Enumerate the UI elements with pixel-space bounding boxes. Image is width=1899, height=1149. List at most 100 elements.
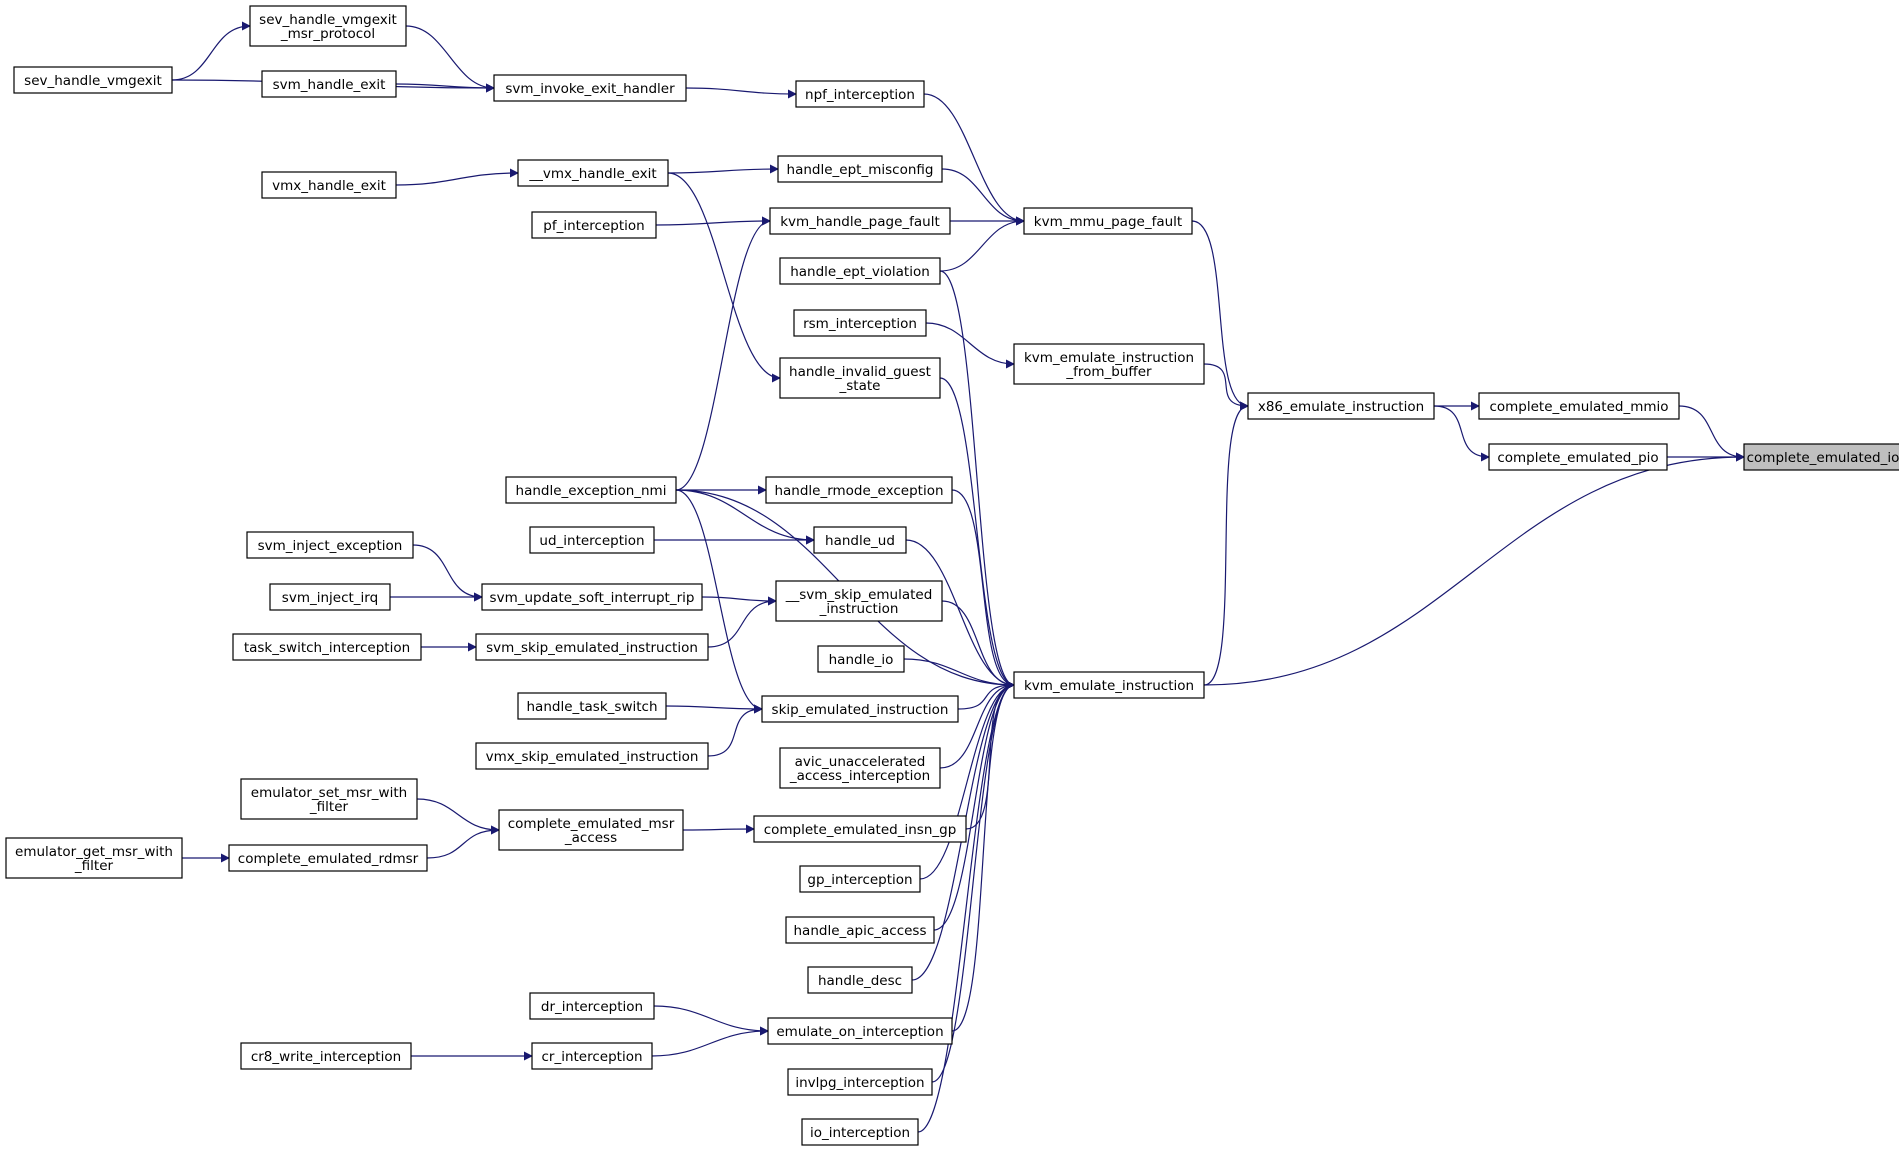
node-ud-interception[interactable]: ud_interception — [529, 526, 655, 554]
call-edge — [941, 600, 1015, 690]
node-svm-inject-exception[interactable]: svm_inject_exception — [246, 531, 414, 559]
node-box — [228, 844, 428, 872]
call-edge — [665, 704, 763, 714]
call-edge — [651, 1026, 769, 1057]
call-edge — [1203, 363, 1249, 411]
call-edge — [939, 216, 1025, 272]
call-edge — [412, 544, 483, 602]
node-handle-ept-violation[interactable]: handle_ept_violation — [779, 257, 941, 285]
call-edge — [667, 164, 779, 174]
node-gp-interception[interactable]: gp_interception — [799, 865, 921, 893]
node-box — [13, 66, 173, 94]
edge-path — [951, 489, 1015, 690]
node-box — [795, 80, 925, 108]
node-box — [246, 531, 414, 559]
node-vmx-skip-emulated-instruction[interactable]: vmx_skip_emulated_instruction — [475, 742, 709, 770]
node-emulate-on-interception[interactable]: emulate_on_interception — [767, 1017, 953, 1045]
node-label: x86_emulate_instruction — [1258, 399, 1424, 415]
call-edge — [707, 596, 777, 648]
node-box — [769, 207, 951, 235]
node-kvm-emulate-instruction[interactable]: kvm_emulate_instruction — [1013, 671, 1205, 699]
node-invlpg-interception[interactable]: invlpg_interception — [787, 1068, 933, 1096]
node-io-interception[interactable]: io_interception — [801, 1118, 919, 1146]
node-skip-emulated-instruction[interactable]: skip_emulated_instruction — [761, 695, 959, 723]
node-handle-desc[interactable]: handle_desc — [807, 966, 913, 994]
node-kvm-mmu-page-fault[interactable]: kvm_mmu_page_fault — [1023, 207, 1193, 235]
edge-path — [416, 798, 500, 835]
node-box — [240, 778, 418, 820]
node-handle-io[interactable]: handle_io — [817, 645, 905, 673]
node-label: dr_interception — [541, 999, 643, 1015]
node-box — [498, 809, 684, 851]
edge-path — [1203, 401, 1249, 686]
node-label: svm_skip_emulated_instruction — [486, 640, 698, 656]
node-box — [529, 526, 655, 554]
node-box — [531, 1042, 653, 1070]
node-complete-emulated-io[interactable]: complete_emulated_io — [1743, 443, 1899, 471]
node-emulator-set-msr-with-filter[interactable]: emulator_set_msr_with_filter — [240, 778, 418, 820]
node-box — [793, 309, 927, 337]
node-sev-handle-vmgexit-msr-protocol[interactable]: sev_handle_vmgexit_msr_protocol — [249, 5, 407, 47]
node-x86-emulate-instruction[interactable]: x86_emulate_instruction — [1247, 392, 1435, 420]
call-edge — [933, 680, 1015, 931]
call-edge — [405, 25, 495, 93]
node-complete-emulated-pio[interactable]: complete_emulated_pio — [1488, 443, 1668, 471]
node-svm-invoke-exit-handler[interactable]: svm_invoke_exit_handler — [493, 74, 687, 102]
node-dr-interception[interactable]: dr_interception — [529, 992, 655, 1020]
node-label: handle_exception_nmi — [516, 483, 667, 499]
node-handle-apic-access[interactable]: handle_apic_access — [785, 916, 935, 944]
node-box — [1013, 343, 1205, 385]
node-complete-emulated-mmio[interactable]: complete_emulated_mmio — [1478, 392, 1680, 420]
node-cr-interception[interactable]: cr_interception — [531, 1042, 653, 1070]
node-complete-emulated-insn-gp[interactable]: complete_emulated_insn_gp — [753, 815, 967, 843]
node-label: svm_inject_exception — [258, 538, 403, 554]
node-label: _from_buffer — [1065, 364, 1152, 380]
node-handle-task-switch[interactable]: handle_task_switch — [517, 692, 667, 720]
node-label: svm_invoke_exit_handler — [505, 81, 675, 97]
node-kvm-emulate-instruction-from-buffer[interactable]: kvm_emulate_instruction_from_buffer — [1013, 343, 1205, 385]
node-svm-update-soft-interrupt-rip[interactable]: svm_update_soft_interrupt_rip — [481, 583, 703, 611]
node-box — [777, 155, 943, 183]
node-task-switch-interception[interactable]: task_switch_interception — [232, 633, 422, 661]
node-cr8-write-interception[interactable]: cr8_write_interception — [240, 1042, 412, 1070]
node-handle-exception-nmi[interactable]: handle_exception_nmi — [505, 476, 677, 504]
node-sev-handle-vmgexit[interactable]: sev_handle_vmgexit — [13, 66, 173, 94]
node-npf-interception[interactable]: npf_interception — [795, 80, 925, 108]
node-box — [1247, 392, 1435, 420]
node-rsm-interception[interactable]: rsm_interception — [793, 309, 927, 337]
node-handle-rmode-exception[interactable]: handle_rmode_exception — [765, 476, 953, 504]
node-svm-handle-exit[interactable]: svm_handle_exit — [261, 70, 397, 98]
node-kvm-handle-page-fault[interactable]: kvm_handle_page_fault — [769, 207, 951, 235]
node-label: _access — [564, 830, 617, 846]
node-label: emulator_set_msr_with — [251, 785, 407, 801]
edge-path — [426, 825, 500, 859]
node-label: svm_inject_irq — [282, 590, 378, 606]
node-label: _filter — [74, 858, 114, 874]
edge-path — [412, 544, 483, 602]
node-box — [493, 74, 687, 102]
call-edge — [426, 825, 500, 859]
node-complete-emulated-rdmsr[interactable]: complete_emulated_rdmsr — [228, 844, 428, 872]
edge-path — [939, 270, 1015, 690]
call-edge — [919, 680, 1015, 880]
edge-path — [667, 164, 779, 174]
node-svm-skip-emulated-instruction[interactable]: __svm_skip_emulated_instruction — [775, 580, 943, 622]
call-edge — [171, 21, 251, 81]
node-svm-inject-irq[interactable]: svm_inject_irq — [269, 583, 391, 611]
node-complete-emulated-msr-access[interactable]: complete_emulated_msr_access — [498, 809, 684, 851]
node-vmx-handle-exit[interactable]: vmx_handle_exit — [261, 171, 397, 199]
node-handle-invalid-guest-state[interactable]: handle_invalid_guest_state — [779, 357, 941, 399]
edge-path — [675, 489, 763, 714]
node-label: handle_ud — [825, 533, 895, 549]
node-avic-unaccelerated-access-interception[interactable]: avic_unaccelerated_access_interception — [779, 747, 941, 789]
call-edge — [1678, 405, 1745, 462]
node-emulator-get-msr-with-filter[interactable]: emulator_get_msr_with_filter — [5, 837, 183, 879]
node-label: gp_interception — [807, 872, 912, 888]
node-svm-skip-emulated-instruction[interactable]: svm_skip_emulated_instruction — [475, 633, 709, 661]
node-pf-interception[interactable]: pf_interception — [531, 211, 657, 239]
node-vmx-handle-exit[interactable]: __vmx_handle_exit — [517, 159, 669, 187]
node-handle-ept-misconfig[interactable]: handle_ept_misconfig — [777, 155, 943, 183]
edge-path — [939, 377, 1015, 690]
node-handle-ud[interactable]: handle_ud — [813, 526, 907, 554]
